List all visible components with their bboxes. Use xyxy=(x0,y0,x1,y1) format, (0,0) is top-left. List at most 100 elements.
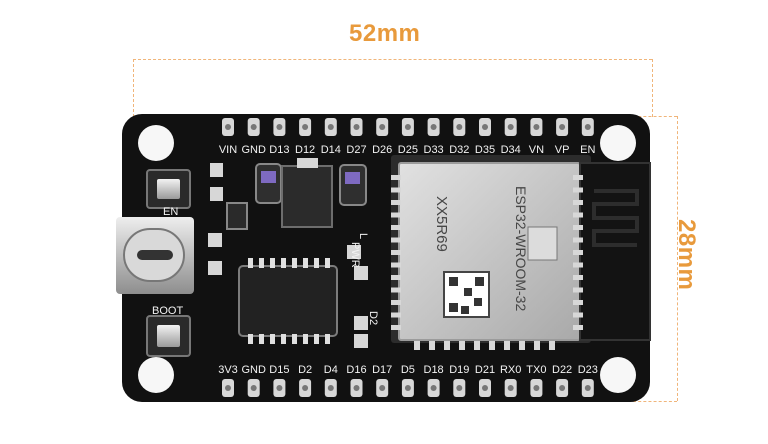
top-pin-label: VIN xyxy=(219,144,237,156)
module-castellations xyxy=(391,175,583,350)
top-pin-center xyxy=(456,124,463,130)
l-label: L xyxy=(357,233,369,239)
top-pin-center xyxy=(584,124,591,130)
bottom-pin-center xyxy=(584,385,591,391)
chip-pin-bottom xyxy=(325,334,330,344)
capacitor-right-band xyxy=(345,172,360,184)
bottom-pin-center xyxy=(430,385,437,391)
chip-pin-top xyxy=(325,258,330,268)
module-castellation-right xyxy=(573,312,583,318)
bottom-pin-label: D22 xyxy=(552,364,572,376)
top-pin-label: D12 xyxy=(295,144,315,156)
module-castellation-left xyxy=(391,262,401,268)
top-pin-center xyxy=(353,124,360,130)
chip-pin-bottom xyxy=(270,334,275,344)
chip-pin-top xyxy=(248,258,253,268)
bottom-pin-center xyxy=(533,385,540,391)
chip-pin-bottom xyxy=(303,334,308,344)
bottom-pin-row xyxy=(222,379,594,397)
top-pin-center xyxy=(533,124,540,130)
en-button-label: EN xyxy=(163,206,178,218)
module-castellation-left xyxy=(391,175,401,180)
module-castellation-bottom xyxy=(474,341,480,350)
bottom-pin-label: TX0 xyxy=(526,364,546,376)
module-castellation-left xyxy=(391,287,401,293)
top-pin-row xyxy=(222,118,594,136)
module-castellation-bottom xyxy=(414,341,420,350)
top-pin-label: VN xyxy=(529,144,544,156)
usb-serial-chip xyxy=(238,265,338,337)
boot-button-cap xyxy=(157,325,180,347)
en-button-cap xyxy=(157,179,180,199)
module-castellation-left xyxy=(391,187,401,193)
bottom-pin-label: D15 xyxy=(269,364,289,376)
chip-pin-bottom xyxy=(314,334,319,344)
top-pin-label: EN xyxy=(580,144,595,156)
usb-serial-chip-pins xyxy=(248,258,330,344)
chip-pin-bottom xyxy=(248,334,253,344)
module-castellation-left xyxy=(391,312,401,318)
module-castellation-right xyxy=(573,212,583,218)
module-castellation-right xyxy=(573,237,583,243)
chip-pin-bottom xyxy=(292,334,297,344)
module-castellation-bottom xyxy=(444,341,450,350)
mount-hole-bottom-left xyxy=(138,357,174,393)
width-dimension-right-tick xyxy=(652,59,653,117)
module-castellation-right xyxy=(573,187,583,193)
module-castellation-left xyxy=(391,237,401,243)
boot-button-label: BOOT xyxy=(152,305,183,317)
height-dimension-bottom-tick xyxy=(628,401,677,402)
esp32-module-name: ESP32-WROOM-32 xyxy=(513,186,529,311)
pwr-led-label: PWR xyxy=(349,242,361,268)
bottom-pin-center xyxy=(302,385,309,391)
chip-pin-top xyxy=(314,258,319,268)
smd-component xyxy=(354,266,368,280)
chip-pin-top xyxy=(259,258,264,268)
bottom-pin-label: D2 xyxy=(298,364,312,376)
bottom-pin-label: RX0 xyxy=(500,364,521,376)
top-pin-label: D27 xyxy=(346,144,366,156)
chip-pin-bottom xyxy=(281,334,286,344)
top-pin-label: D14 xyxy=(321,144,341,156)
smd-component xyxy=(210,187,223,201)
top-pin-label: D32 xyxy=(449,144,469,156)
module-castellation-bottom xyxy=(504,341,510,350)
module-castellation-bottom xyxy=(534,341,540,350)
module-qr-code xyxy=(443,271,490,318)
top-pin-center xyxy=(276,124,283,130)
top-pin-label: D33 xyxy=(424,144,444,156)
module-castellation-bottom xyxy=(459,341,465,350)
top-pin-label: D34 xyxy=(501,144,521,156)
module-code: XX5R69 xyxy=(433,196,450,252)
smd-component xyxy=(208,261,222,275)
width-dimension-left-tick xyxy=(133,59,134,117)
top-pin-label: D26 xyxy=(372,144,392,156)
regulator-tab xyxy=(297,158,318,168)
chip-pin-bottom xyxy=(259,334,264,344)
bottom-pin-label: D16 xyxy=(346,364,366,376)
bottom-pin-label: GND xyxy=(241,364,266,376)
bottom-pin-center xyxy=(276,385,283,391)
module-castellation-bottom xyxy=(429,341,435,350)
smd-component xyxy=(354,334,368,348)
top-pin-center xyxy=(482,124,488,130)
module-castellation-bottom xyxy=(489,341,495,350)
width-dimension-line xyxy=(133,59,652,60)
bottom-pin-center xyxy=(482,385,488,391)
module-castellation-bottom xyxy=(549,341,555,350)
capacitor-left xyxy=(255,163,282,204)
top-pin-center xyxy=(302,124,309,130)
mount-hole-top-right xyxy=(600,125,636,161)
bottom-pin-center xyxy=(404,385,411,391)
module-castellation-right xyxy=(573,325,583,330)
bottom-pin-center xyxy=(250,385,257,391)
top-pin-center xyxy=(404,124,411,130)
module-castellation-bottom xyxy=(519,341,525,350)
module-castellation-right xyxy=(573,175,583,180)
top-pin-label: GND xyxy=(241,144,266,156)
top-pin-center xyxy=(250,124,257,130)
top-pin-label: D25 xyxy=(398,144,418,156)
